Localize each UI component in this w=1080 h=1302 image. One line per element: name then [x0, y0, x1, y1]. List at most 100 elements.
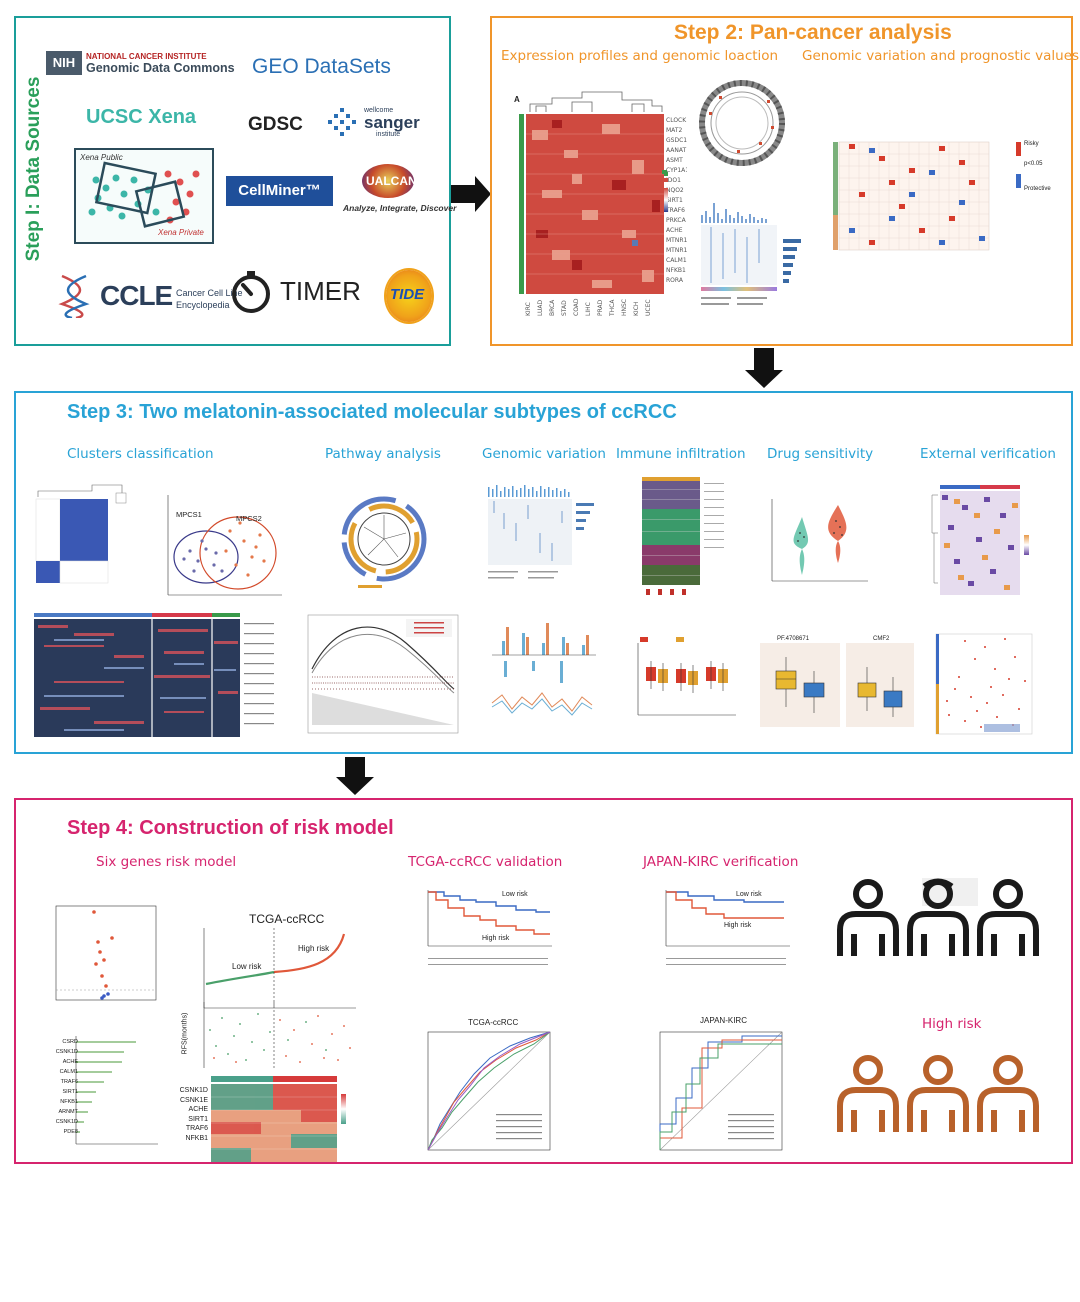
svg-text:ASMT: ASMT	[666, 157, 683, 164]
gdsc-logo: GDSC	[248, 114, 303, 135]
ccle-logo: CCLE	[100, 280, 173, 311]
step1-panel: Step I: Data Sources NIH NATIONAL CANCER…	[14, 16, 456, 346]
svg-text:LIHC: LIHC	[585, 302, 592, 316]
step4-sub-tcga: TCGA-ccRCC validation	[408, 854, 563, 870]
high-risk-label: High risk	[922, 1016, 982, 1032]
step3-sub-external: External verification	[920, 446, 1056, 462]
heatmap-legend	[664, 172, 668, 212]
cellminer-label: CellMiner™	[238, 182, 321, 199]
risk-plot-title: TCGA-ccRCC	[249, 912, 325, 926]
importance-gene: ACHE	[62, 1059, 78, 1065]
svg-text:NFKB1: NFKB1	[666, 267, 686, 274]
pathway-circular-tree	[341, 496, 427, 588]
mutation-landscape	[701, 203, 801, 305]
tcga-roc-curve	[427, 1031, 551, 1151]
panel-label-a: A	[514, 95, 520, 104]
geo-logo: GEO DataSets	[252, 55, 391, 78]
japan-roc-title: JAPAN-KIRC	[700, 1016, 747, 1025]
legend-protective: Protective	[1024, 186, 1051, 192]
external-validation-matrix	[935, 633, 1033, 735]
heatmap-gene: TRAF6	[185, 1125, 208, 1132]
ccle-dna-icon	[58, 274, 90, 318]
svg-text:CYP1A1: CYP1A1	[666, 167, 687, 174]
svg-text:MTNR1B: MTNR1B	[666, 247, 687, 254]
xena-dots-icon	[88, 161, 200, 228]
ccle-sub1: Cancer Cell Line	[176, 288, 243, 298]
step3-sub-pathway: Pathway analysis	[325, 446, 441, 462]
svg-text:AANAT: AANAT	[666, 147, 687, 154]
xena-private-label: Xena Private	[158, 228, 204, 237]
step4-sub-japan: JAPAN-KIRC verification	[643, 854, 799, 870]
drug-boxplot-1-panel	[760, 643, 840, 727]
step3-sub-immune: Immune infiltration	[616, 446, 746, 462]
svg-text:KICH: KICH	[633, 302, 640, 316]
rfs-axis-label: RFS(months)	[181, 1012, 189, 1055]
lasso-volcano-plot	[55, 905, 157, 1001]
japan-km-curve	[665, 890, 790, 965]
svg-text:CLOCK: CLOCK	[666, 117, 687, 124]
tcga-km-curve	[427, 890, 552, 965]
drug-boxplot-2-panel	[846, 643, 914, 727]
cluster-expression-heatmap	[34, 613, 274, 737]
survival-status-scatter	[203, 1002, 351, 1068]
svg-text:PRAD: PRAD	[597, 299, 604, 316]
japan-km-low-label: Low risk	[736, 891, 762, 898]
nih-badge: NIH	[46, 51, 82, 75]
immune-infiltration-heatmap	[642, 477, 724, 595]
svg-text:CALM1: CALM1	[666, 257, 687, 264]
legend-p: p<0.05	[1024, 161, 1043, 167]
svg-text:NQO2: NQO2	[666, 187, 684, 194]
svg-text:BRCA: BRCA	[549, 299, 556, 316]
step2-panel: Step 2: Pan-cancer analysis Expression p…	[490, 16, 1079, 346]
importance-gene-labels: CSRD CSNK1D ACHE CALM1 TRAF6 SIRT1 NFKB1…	[42, 1032, 78, 1137]
sanger-bot: institute	[376, 131, 401, 138]
sanger-top: wellcome	[364, 107, 394, 114]
consensus-matrix	[35, 484, 127, 584]
risk-curve-high-label: High risk	[298, 944, 330, 953]
xena-graphic: Xena Public Xena Private	[74, 148, 214, 244]
svg-text:KIRC: KIRC	[525, 302, 532, 316]
ualcan-tagline: Analyze, Integrate, Discover	[343, 203, 457, 213]
svg-text:IDO1: IDO1	[666, 177, 681, 184]
arrow-right-icon	[451, 176, 491, 212]
importance-gene: TRAF6	[60, 1079, 78, 1085]
heatmap-gene: SIRT1	[188, 1115, 208, 1123]
step4-panel: Step 4: Construction of risk model Six g…	[14, 798, 1073, 1164]
svg-text:STAD: STAD	[561, 300, 568, 316]
pca-label-mpcs2: MPCS2	[236, 514, 262, 523]
oncoplot	[488, 485, 594, 579]
expression-heatmap: CLOCKMAT2GSDC1AANATASMTCYP1A1IDO1NQO2SIR…	[519, 91, 687, 317]
importance-gene: CSNK1D	[55, 1049, 78, 1055]
genomic-location-circos	[699, 80, 785, 166]
gdc-line2: Genomic Data Commons	[86, 61, 235, 75]
drug1-label: PF.4708671	[777, 636, 810, 642]
drug-violin-plot	[771, 499, 868, 582]
japan-km-high-label: High risk	[724, 922, 752, 929]
svg-text:PRKCA: PRKCA	[666, 217, 687, 224]
importance-gene: CALM1	[59, 1069, 78, 1075]
svg-text:COAD: COAD	[573, 298, 580, 316]
tcga-km-low-label: Low risk	[502, 891, 528, 898]
importance-gene: PDE8	[63, 1129, 78, 1135]
legend-risky: Risky	[1024, 141, 1039, 147]
svg-text:TRAF6: TRAF6	[665, 207, 685, 214]
svg-text:UCEC: UCEC	[645, 299, 652, 316]
svg-text:LUAD: LUAD	[537, 299, 544, 316]
step2-sub-left: Expression profiles and genomic loaction	[501, 48, 779, 64]
step2-sub-right: Genomic variation and prognostic values	[802, 48, 1080, 64]
importance-gene: CSNK1D	[55, 1119, 78, 1125]
low-risk-people-icon	[837, 878, 1039, 956]
svg-text:MTNR1A: MTNR1A	[666, 237, 687, 244]
step4-title: Step 4: Construction of risk model	[67, 817, 394, 839]
timer-stopwatch-icon	[232, 271, 270, 313]
step1-title: Step I: Data Sources	[23, 76, 44, 262]
tide-logo	[386, 270, 432, 322]
step3-sub-drug: Drug sensitivity	[767, 446, 874, 462]
risk-curve-low-label: Low risk	[232, 962, 262, 971]
xena-public-label: Xena Public	[80, 153, 123, 162]
step4-sub-six-genes: Six genes risk model	[96, 854, 237, 870]
ccle-sub2: Encyclopedia	[176, 300, 230, 310]
external-heatmap	[931, 485, 1029, 595]
heatmap-gene: NFKB1	[185, 1134, 208, 1142]
prognostic-grid	[833, 141, 990, 251]
